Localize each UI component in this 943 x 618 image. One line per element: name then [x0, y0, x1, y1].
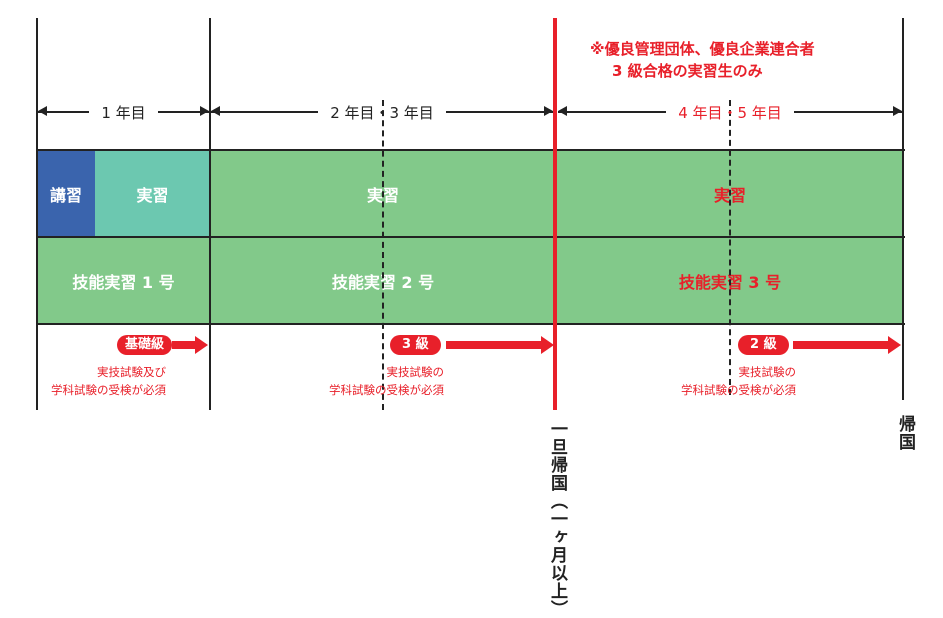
arrow	[172, 336, 208, 354]
notice-line1: ※優良管理団体、優良企業連合者	[590, 40, 815, 58]
final-return-label: 帰国	[895, 415, 915, 451]
period-year45: 4 年目・5 年目	[558, 103, 903, 122]
period-year1: 1 年目	[38, 103, 210, 122]
boundary-line	[209, 18, 211, 410]
dashed-line	[382, 100, 384, 410]
lecture-block: 講習	[37, 150, 95, 237]
arrow	[793, 336, 901, 354]
notice-line2: 3 級合格の実習生のみ	[612, 62, 763, 80]
exam-badge-grade3: 3 級	[390, 335, 441, 355]
practice-block-year1: 実習	[95, 150, 210, 237]
divider	[37, 149, 905, 151]
notice: ※優良管理団体、優良企業連合者 3 級合格の実習生のみ	[590, 38, 815, 82]
temporary-return-label: 一旦帰国（一ヶ月以上）	[547, 420, 567, 618]
divider	[37, 236, 905, 238]
exam-note: 実技試験及び学科試験の受検が必須	[51, 365, 166, 397]
exam-badge-basic: 基礎級	[117, 335, 173, 355]
period-year23: 2 年目・3 年目	[211, 103, 554, 122]
stage1-block: 技能実習 1 号	[37, 237, 210, 324]
exam-note: 実技試験の学科試験の受検が必須	[329, 365, 444, 397]
return-line	[553, 18, 557, 410]
exam-badge-grade2: 2 級	[738, 335, 789, 355]
exam-note: 実技試験の学科試験の受検が必須	[681, 365, 796, 397]
boundary-line	[36, 18, 38, 410]
dashed-line	[729, 100, 731, 395]
arrow	[446, 336, 554, 354]
divider	[37, 323, 905, 325]
boundary-line	[902, 18, 904, 400]
